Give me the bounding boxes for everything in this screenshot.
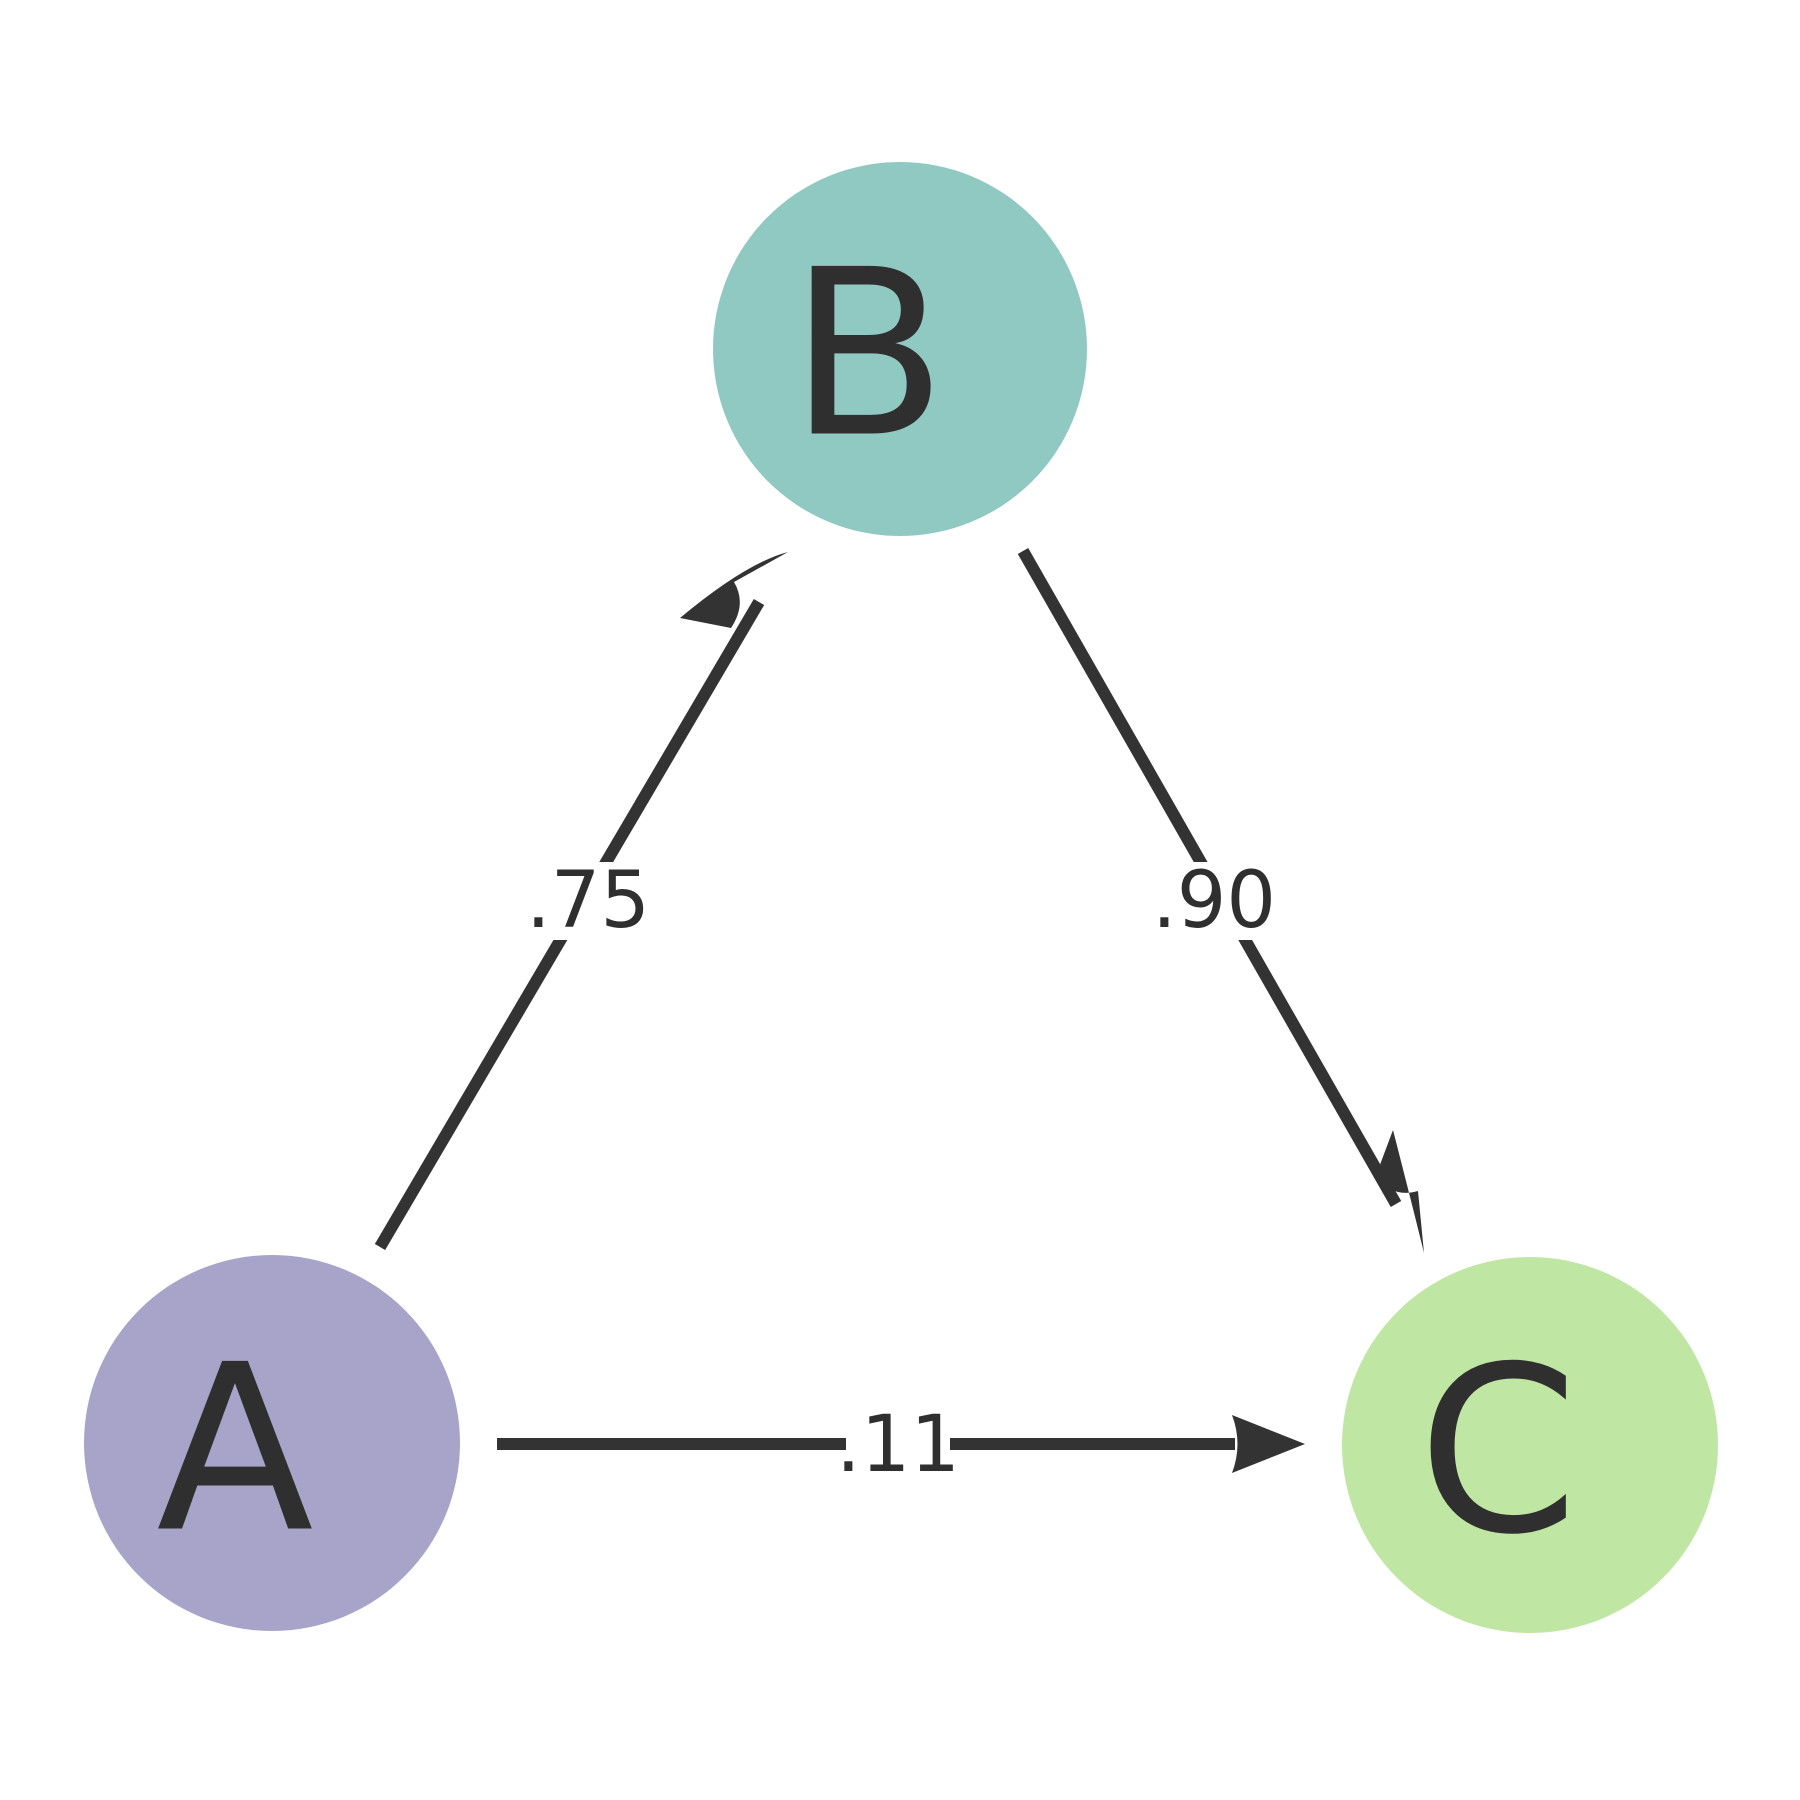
node-c-label: C [1418, 1319, 1579, 1586]
edge-label-b-to-c-group: .90 [1152, 856, 1276, 946]
edge-a-to-c-arrowhead [1232, 1415, 1305, 1473]
edge-b-to-c-arrowhead [1375, 1130, 1424, 1253]
node-b-circle[interactable] [713, 162, 1087, 536]
nodes-layer: A B C [84, 162, 1718, 1633]
edge-label-a-to-b: .75 [526, 856, 650, 946]
edge-label-b-to-c: .90 [1152, 856, 1276, 946]
node-a-circle[interactable] [84, 1255, 460, 1631]
node-b-label: B [789, 222, 947, 489]
edge-label-a-to-b-backdrop [536, 862, 640, 940]
node-a[interactable]: A [84, 1255, 460, 1631]
edge-label-a-to-c-backdrop [846, 1406, 950, 1484]
node-c-circle[interactable] [1342, 1257, 1718, 1633]
node-b[interactable]: B [713, 162, 1087, 536]
node-c[interactable]: C [1342, 1257, 1718, 1633]
edge-label-b-to-c-backdrop [1162, 862, 1266, 940]
edges-layer [374, 548, 1424, 1473]
node-a-label: A [156, 1317, 313, 1584]
edge-label-a-to-c-group: .11 [836, 1400, 960, 1490]
edge-labels-layer: .75 .90 .11 [526, 856, 1276, 1490]
edge-label-a-to-b-group: .75 [526, 856, 650, 946]
edge-a-to-b-arrowhead [680, 552, 788, 628]
edge-label-a-to-c: .11 [836, 1400, 960, 1490]
